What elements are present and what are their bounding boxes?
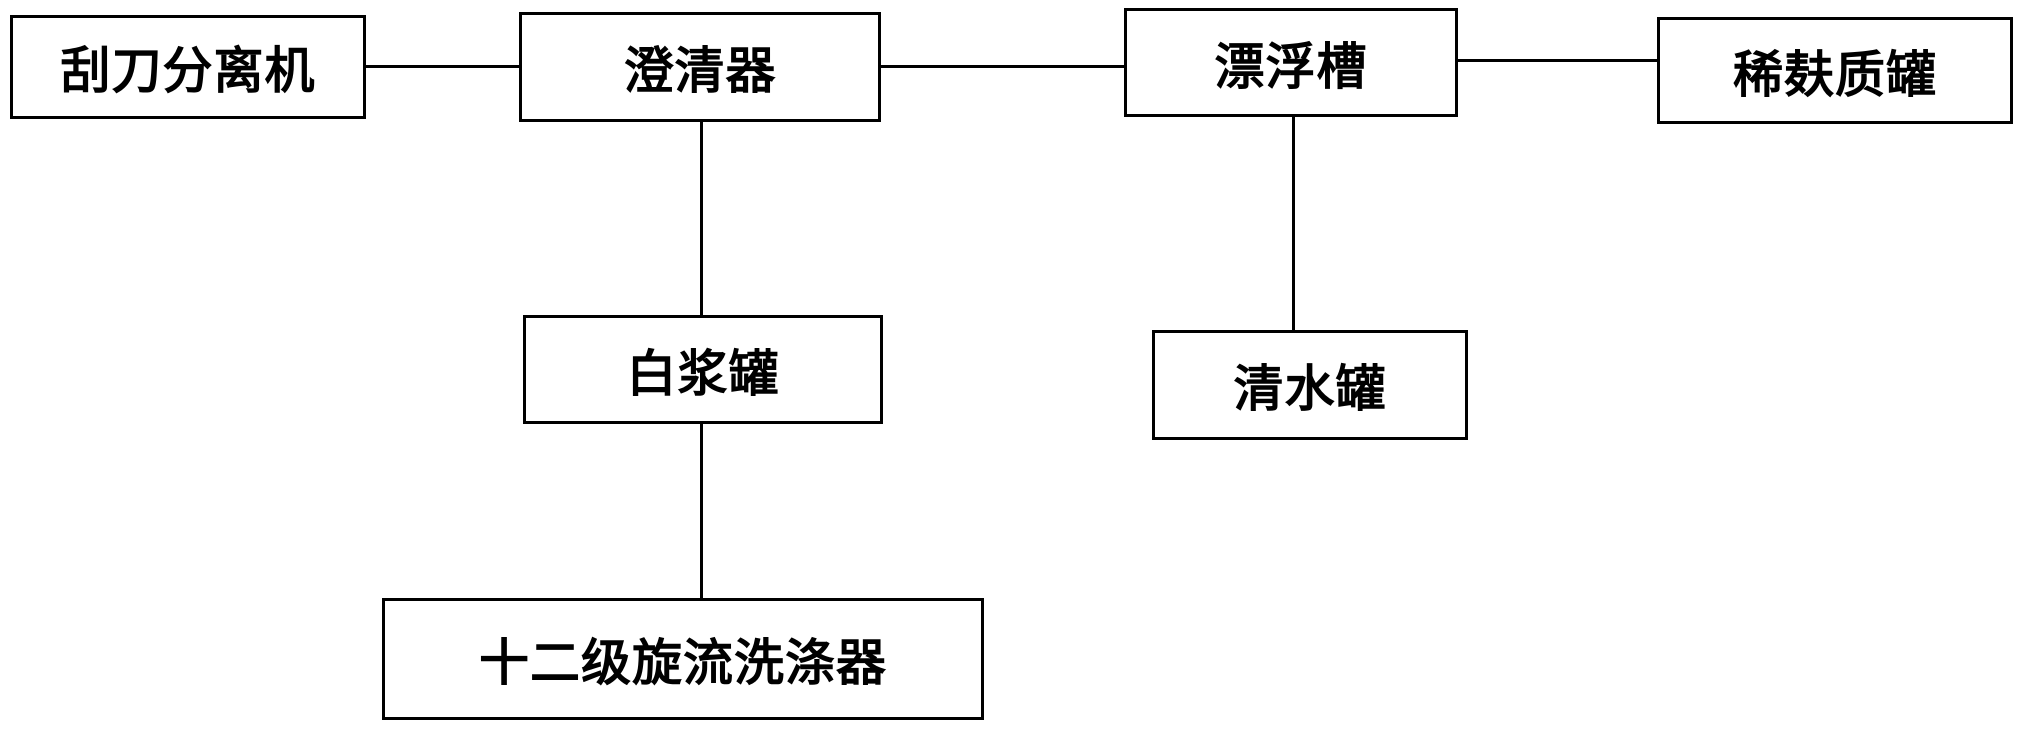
connector-clarifier-flotation: [881, 65, 1124, 68]
node-label-dilute-bran-tank: 稀麸质罐: [1733, 45, 1937, 104]
connector-clarifier-white-slurry: [700, 122, 703, 315]
node-label-flotation-tank: 漂浮槽: [1214, 37, 1368, 96]
connector-flotation-clear-water: [1292, 117, 1295, 330]
connector-scraper-clarifier: [366, 65, 519, 68]
node-white-slurry-tank: 白浆罐: [523, 315, 883, 424]
connector-flotation-dilute-bran: [1458, 59, 1657, 62]
node-label-clear-water-tank: 清水罐: [1233, 360, 1387, 418]
node-twelve-stage-cyclone-washer: 十二级旋流洗涤器: [382, 598, 984, 720]
node-label-twelve-stage-cyclone-washer: 十二级旋流洗涤器: [479, 634, 887, 692]
node-label-scraper-separator: 刮刀分离机: [60, 42, 316, 100]
node-dilute-bran-tank: 稀麸质罐: [1657, 17, 2013, 124]
connector-white-slurry-washer: [700, 424, 703, 598]
node-flotation-tank: 漂浮槽: [1124, 8, 1458, 117]
node-label-clarifier: 澄清器: [623, 42, 777, 100]
node-scraper-separator: 刮刀分离机: [10, 15, 366, 119]
node-clarifier: 澄清器: [519, 12, 881, 122]
node-label-white-slurry-tank: 白浆罐: [626, 344, 780, 403]
node-clear-water-tank: 清水罐: [1152, 330, 1468, 440]
